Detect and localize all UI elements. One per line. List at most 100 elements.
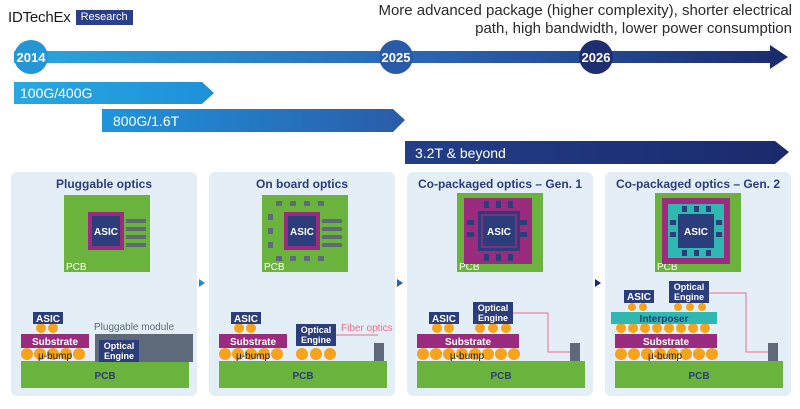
bumps-interposer-4 — [616, 323, 710, 333]
oe-pins-3 — [467, 201, 527, 261]
milestone-2025: 2025 — [382, 50, 411, 65]
band-800g-1-6t — [102, 109, 405, 132]
optical-engine-label-2a: Optical — [301, 325, 332, 335]
optical-engine-label-3b: Engine — [478, 313, 508, 323]
ubump-label-4: µ-bump — [648, 351, 683, 362]
substrate-label-2: Substrate — [230, 337, 277, 348]
panel-title-cpo-gen2: Co-packaged optics – Gen. 2 — [616, 177, 780, 191]
milestone-2014: 2014 — [17, 50, 47, 65]
substrate-label-1: Substrate — [32, 337, 79, 348]
asic-top-2 — [288, 216, 316, 246]
asic-2 — [231, 312, 261, 324]
band-100g-400g-label: 100G/400G — [20, 85, 92, 101]
pcb-bottom-label-3: PCB — [490, 371, 511, 382]
connector-3 — [570, 343, 580, 361]
interposer-4 — [611, 312, 717, 324]
pcb-pads-2 — [268, 201, 324, 261]
asic-top-label-4: ASIC — [684, 227, 708, 238]
pcb-top-label-1: PCB — [66, 262, 87, 273]
milestone-2026: 2026 — [582, 50, 611, 65]
pcb-top-label-4: PCB — [657, 262, 678, 273]
asic-top-label-1: ASIC — [94, 227, 118, 238]
band-800g-1-6t-label: 800G/1.6T — [113, 113, 180, 129]
headline: More advanced package (higher complexity… — [378, 2, 792, 37]
bumps-bottom-4 — [615, 348, 718, 360]
optical-engine-label-1a: Optical — [104, 341, 135, 351]
bumps-bottom-3 — [417, 348, 520, 360]
optical-engine-label-1b: Engine — [104, 351, 134, 361]
panel-title-pluggable: Pluggable optics — [56, 177, 152, 191]
oe-pins-4 — [670, 206, 722, 256]
bumps-top-3 — [432, 323, 511, 333]
substrate-label-4: Substrate — [643, 337, 690, 348]
band-100g-400g — [14, 82, 214, 104]
milestone-2026-circle — [579, 40, 613, 74]
pcb-bottom-1 — [21, 361, 189, 388]
interposer-label-4: Interposer — [640, 314, 689, 325]
pcb-bottom-4 — [615, 361, 783, 388]
asic-top-label-2: ASIC — [290, 227, 314, 238]
milestone-2014-circle — [14, 40, 48, 74]
asic-label-1: ASIC — [36, 314, 60, 325]
asic-4 — [624, 290, 654, 303]
asic-top-1 — [92, 216, 120, 246]
asic-top-label-3: ASIC — [487, 227, 511, 238]
band-3-2t — [405, 141, 789, 164]
ubump-label-2: µ-bump — [236, 351, 271, 362]
asic-3 — [429, 312, 459, 324]
asic-label-2: ASIC — [234, 314, 258, 325]
optical-engine-label-2b: Engine — [301, 335, 331, 345]
pcb-top-label-2: PCB — [264, 262, 285, 273]
asic-chip-top-4 — [678, 214, 714, 248]
asic-1 — [33, 312, 63, 324]
substrate-label-3: Substrate — [445, 337, 492, 348]
panel-arrow-2 — [397, 279, 403, 287]
asic-label-3: ASIC — [432, 314, 456, 325]
pcb-top-label-3: PCB — [459, 262, 480, 273]
bumps-oe-2 — [296, 348, 336, 360]
pluggable-module-label: Pluggable module — [94, 322, 174, 333]
panel-arrow-1 — [199, 279, 205, 287]
bumps-top-4 — [628, 303, 706, 311]
brand-name: IDTechEx — [8, 9, 71, 26]
bumps-bottom-1 — [21, 348, 85, 360]
milestone-2025-circle — [379, 40, 413, 74]
band-3-2t-label: 3.2T & beyond — [415, 145, 506, 161]
optical-engine-label-4b: Engine — [674, 292, 704, 302]
pcb-bottom-label-4: PCB — [688, 371, 709, 382]
panel-title-on-board: On board optics — [256, 177, 348, 191]
optical-engine-label-4a: Optical — [674, 282, 705, 292]
optical-engine-3 — [473, 302, 513, 324]
pcb-bottom-2 — [219, 361, 387, 388]
asic-top-3 — [481, 214, 517, 248]
pcb-bottom-label-2: PCB — [292, 371, 313, 382]
panel-title-cpo-gen1: Co-packaged optics – Gen. 1 — [418, 177, 582, 191]
substrate-3 — [417, 334, 519, 348]
pcb-bottom-label-1: PCB — [94, 371, 115, 382]
asic-label-4: ASIC — [627, 292, 651, 303]
connector-4 — [768, 343, 778, 361]
bumps-top-2 — [234, 323, 256, 333]
substrate-2 — [219, 334, 287, 348]
optical-engine-2 — [296, 324, 336, 346]
bumps-top-1 — [36, 323, 58, 333]
gray-pins-1 — [126, 219, 146, 247]
ubump-label-3: µ-bump — [450, 351, 485, 362]
optical-engine-label-3a: Optical — [478, 303, 509, 313]
substrate-4 — [615, 334, 717, 348]
ubump-label-1: µ-bump — [38, 351, 73, 362]
panel-arrow-3 — [595, 279, 601, 287]
pcb-bottom-3 — [417, 361, 585, 388]
fiber-line-3 — [513, 312, 570, 353]
optical-engine-1 — [99, 340, 139, 362]
connector-2 — [374, 343, 384, 361]
fiber-optics-label: Fiber optics — [341, 323, 393, 334]
brand-badge: Research — [75, 10, 133, 25]
optical-engine-4 — [669, 281, 709, 303]
gray-pins-2 — [322, 219, 342, 247]
brand-logo: IDTechEx Research — [8, 9, 133, 26]
substrate-1 — [21, 334, 89, 348]
fiber-line-4 — [709, 292, 768, 353]
bumps-bottom-2 — [219, 348, 283, 360]
